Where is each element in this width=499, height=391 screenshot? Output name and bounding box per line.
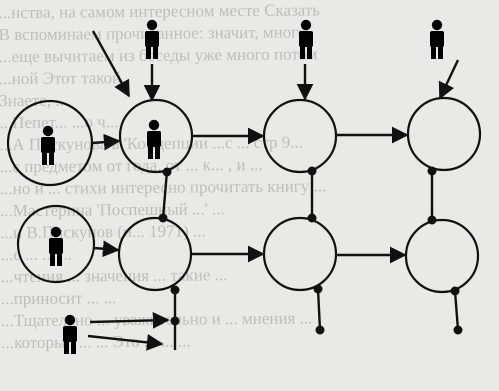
- node-circle-middle-right: [404, 218, 480, 294]
- dot-marker: [170, 316, 180, 326]
- node-circle-top-right: [406, 96, 482, 172]
- person-icon: [41, 125, 55, 165]
- dot-marker: [427, 215, 437, 225]
- node-circle-top-middle: [262, 98, 338, 174]
- edge-connector: [453, 290, 460, 331]
- dot-marker: [315, 325, 325, 335]
- node-circle-left-lower: [16, 204, 96, 284]
- dot-marker: [170, 285, 180, 295]
- person-icon: [49, 226, 63, 266]
- edge-arrow: [87, 334, 164, 351]
- edge-arrow: [91, 133, 121, 151]
- edge-connector: [161, 170, 169, 219]
- person-icon: [430, 19, 444, 59]
- person-icon: [63, 314, 77, 354]
- dot-marker: [162, 167, 172, 177]
- dot-marker: [158, 213, 168, 223]
- edge-arrow: [438, 59, 460, 100]
- person-icon: [147, 119, 161, 159]
- dot-marker: [453, 325, 463, 335]
- person-layer: [41, 19, 444, 354]
- dot-marker: [307, 213, 317, 223]
- dot-marker: [427, 166, 437, 176]
- dot-layer: [158, 166, 463, 335]
- node-layer: [6, 96, 482, 294]
- person-icon: [145, 19, 159, 59]
- edge-connector: [316, 288, 322, 331]
- node-circle-middle-center: [262, 216, 338, 292]
- node-circle-middle-left: [117, 216, 193, 292]
- dot-marker: [307, 166, 317, 176]
- edge-arrow: [89, 311, 170, 329]
- edge-arrow: [93, 240, 120, 258]
- edge-arrow: [91, 30, 131, 98]
- person-icon: [299, 19, 313, 59]
- dot-marker: [313, 284, 323, 294]
- edge-layer: [87, 30, 460, 351]
- dot-marker: [450, 286, 460, 296]
